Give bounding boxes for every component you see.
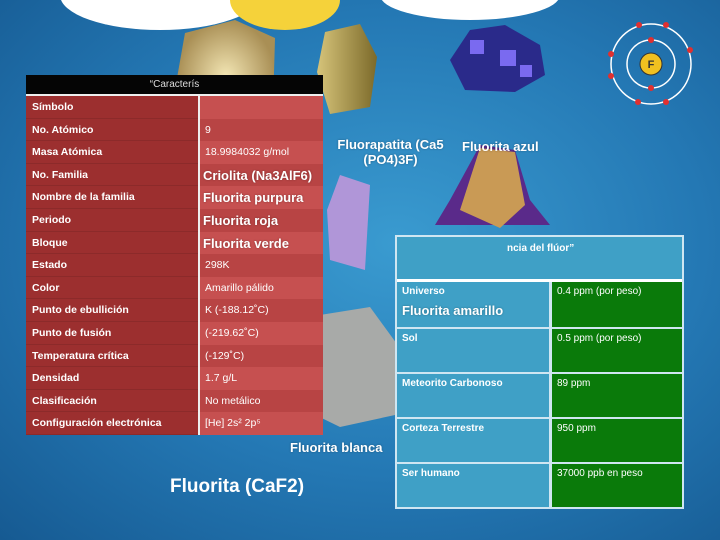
fluorapatita-label: Fluorapatita (Ca5 (PO4)3F) — [337, 137, 444, 167]
row-label: Clasificación — [26, 389, 198, 413]
fluorita-purpura-mineral-image — [327, 175, 370, 270]
row-value — [198, 231, 323, 255]
row-value: No metálico — [198, 389, 323, 413]
table-row: Bloque — [26, 231, 323, 255]
row-value: 18.9984032 g/mol — [198, 141, 323, 164]
row-label: Configuración electrónica — [26, 412, 198, 435]
row-value — [198, 186, 323, 209]
row-label: Punto de ebullición — [26, 299, 198, 322]
fluorita-verde-label: Fluorita verde — [203, 236, 289, 251]
row-value: 298K — [198, 254, 323, 277]
fluorita-purpura-label: Fluorita purpura — [203, 190, 304, 205]
cloud-decoration — [380, 0, 560, 20]
fluorita-blanca-label: Fluorita blanca — [290, 440, 383, 455]
fluorita-amarillo-mineral-image — [435, 145, 550, 228]
row-label: Periodo — [26, 208, 198, 232]
row-label: Densidad — [26, 367, 198, 390]
row-label: Temperatura crítica — [26, 344, 198, 368]
row-label: Color — [26, 276, 198, 300]
row-label: Bloque — [26, 231, 198, 255]
row-value: (-219.62˚C) — [198, 321, 323, 345]
row-value: Amarillo pálido — [198, 276, 323, 300]
row-value — [198, 163, 323, 187]
table-row: Nombre de la familia — [26, 186, 323, 209]
row-label: Nombre de la familia — [26, 186, 198, 209]
slide-title: Fluorita (CaF2) — [170, 476, 305, 497]
row-value: K (-188.12˚C) — [198, 299, 323, 322]
row-label: Corteza Terrestre — [397, 419, 552, 462]
row-label: Masa Atómica — [26, 141, 198, 164]
fluorapatita-mineral-image — [317, 24, 377, 114]
table-header: ncia del flúor” — [397, 237, 682, 282]
row-value — [198, 96, 323, 119]
table-row: Símbolo — [26, 96, 323, 119]
fluorita-azul-mineral-image — [450, 25, 545, 92]
table-row: Temperatura crítica(-129˚C) — [26, 344, 323, 368]
row-value: 1.7 g/L — [198, 367, 323, 390]
row-value — [198, 208, 323, 232]
row-label: No. Familia — [26, 163, 198, 187]
criolita-label: Criolita (Na3AlF6) — [203, 168, 313, 183]
table-row: No. Familia — [26, 163, 323, 187]
row-value: 9 — [198, 118, 323, 142]
fluorita-azul-label: Fluorita azul — [462, 139, 539, 154]
atom-symbol: F — [648, 59, 655, 71]
row-label: Universo — [397, 282, 552, 327]
row-value: [He] 2s² 2p⁵ — [198, 412, 323, 435]
row-value: 37000 ppb en peso — [552, 464, 682, 507]
table-row: Periodo — [26, 208, 323, 232]
row-label: Meteorito Carbonoso — [397, 374, 552, 417]
row-label: Ser humano — [397, 464, 552, 507]
row-label: Símbolo — [26, 96, 198, 119]
fluorita-amarillo-label: Fluorita amarillo — [402, 303, 504, 318]
table-header: “Caracterís — [26, 75, 323, 96]
row-label: Sol — [397, 329, 552, 372]
row-label: Punto de fusión — [26, 321, 198, 345]
fluorita-roja-label: Fluorita roja — [203, 213, 279, 228]
row-value: 89 ppm — [552, 374, 682, 417]
row-value: 0.4 ppm (por peso) — [552, 282, 682, 327]
row-label: No. Atómico — [26, 118, 198, 142]
fluorine-atom-icon: F — [608, 22, 693, 105]
row-value: (-129˚C) — [198, 344, 323, 368]
row-label: Estado — [26, 254, 198, 277]
row-value: 0.5 ppm (por peso) — [552, 329, 682, 372]
table-row: Configuración electrónica[He] 2s² 2p⁵ — [26, 412, 323, 435]
row-value: 950 ppm — [552, 419, 682, 462]
table-row: Punto de fusión(-219.62˚C) — [26, 321, 323, 345]
